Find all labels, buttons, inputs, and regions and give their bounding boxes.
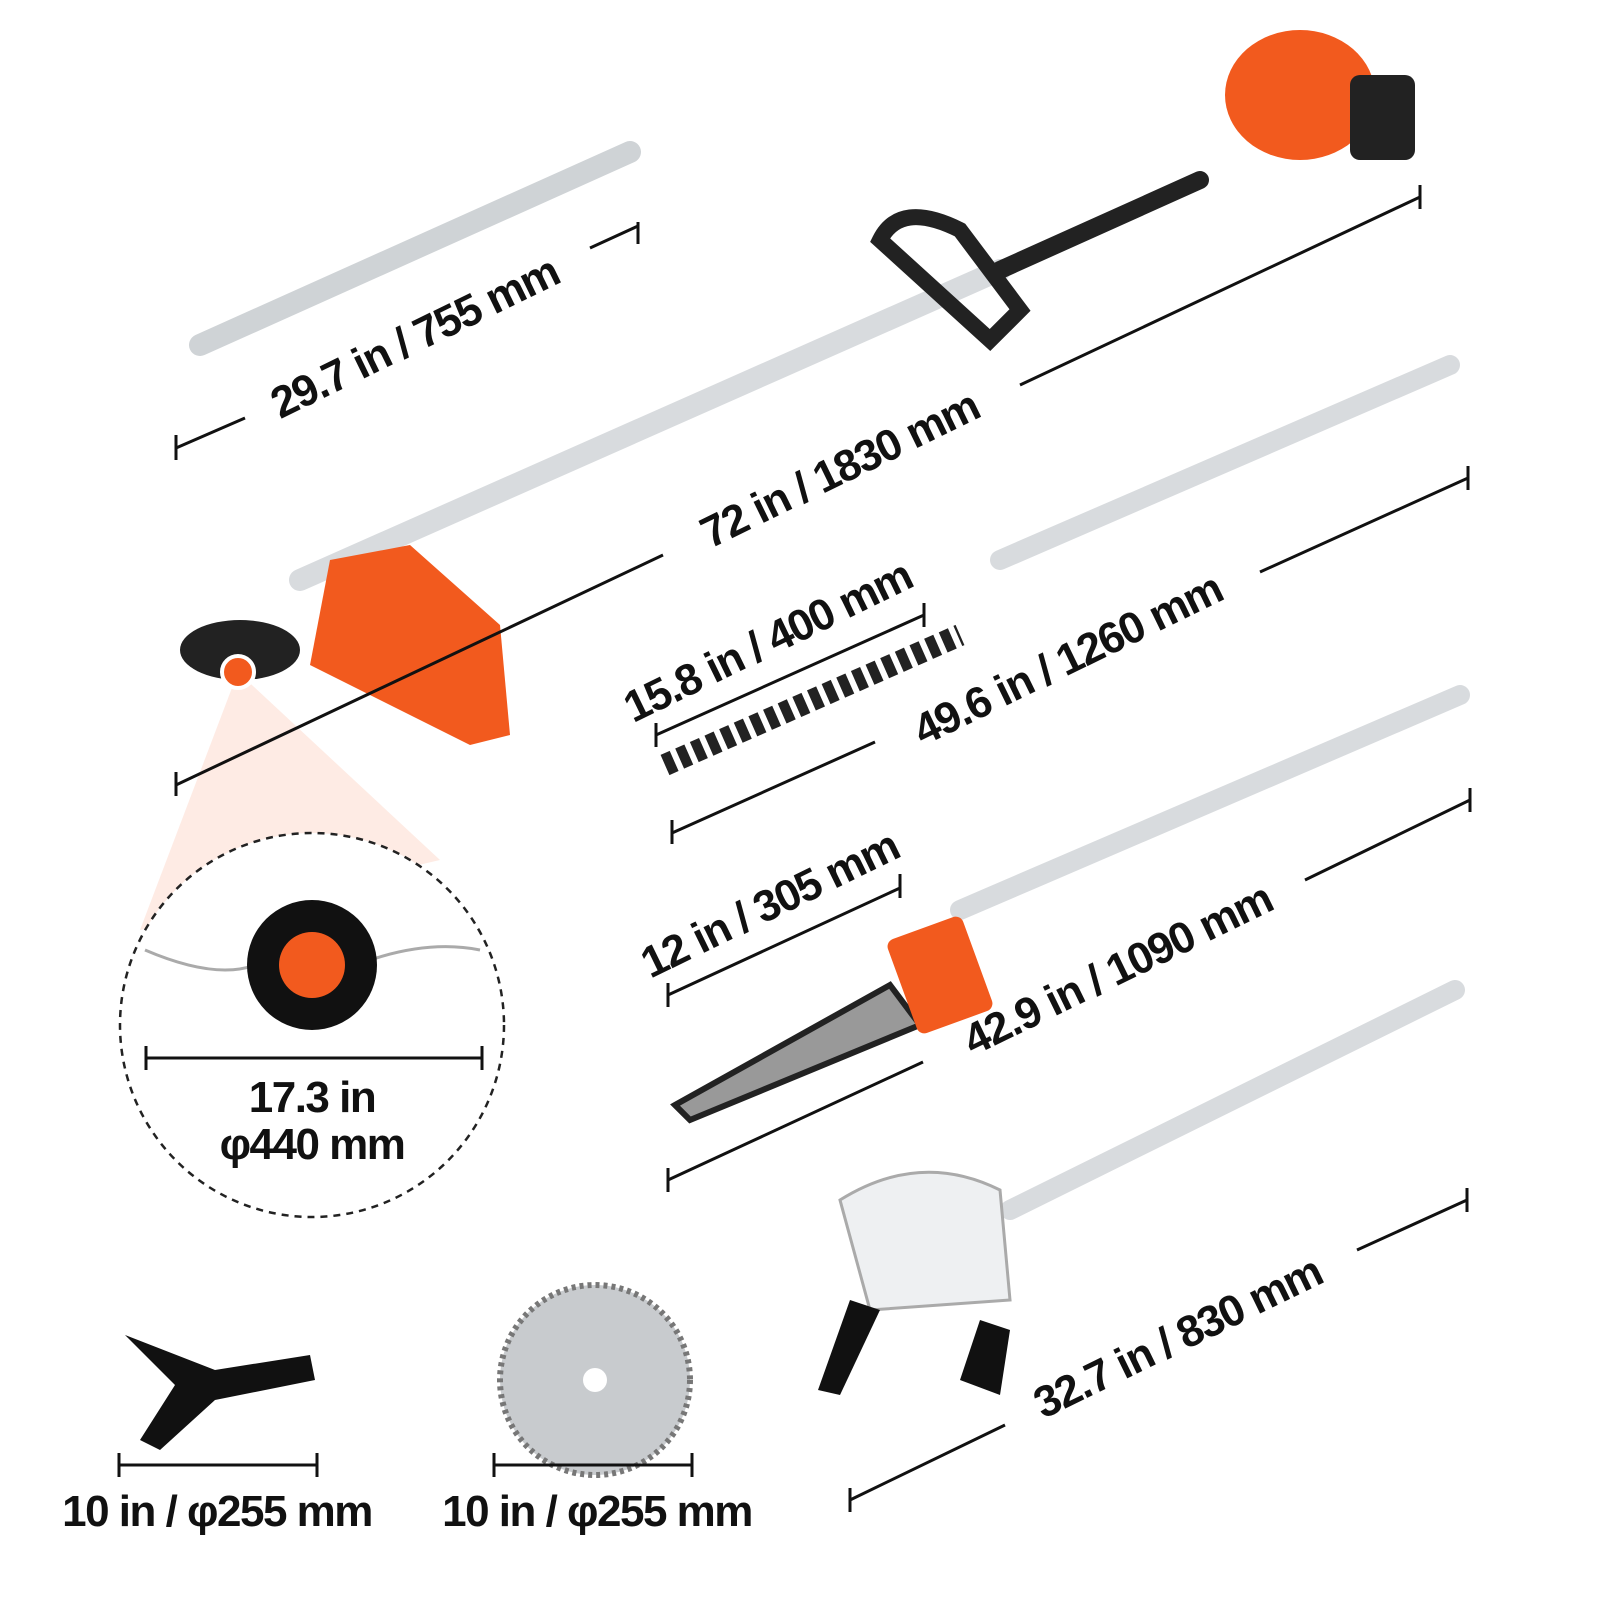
label-trimmer-head-in: 17.3 in — [248, 1073, 377, 1122]
trimmer-guard — [310, 545, 510, 745]
shafts — [189, 141, 1470, 1220]
main-shaft — [289, 259, 1011, 591]
dim-main-unit — [174, 185, 1422, 796]
trimmer-knob — [220, 654, 256, 690]
label-circular-blade: 10 in / φ255 mm — [442, 1487, 753, 1536]
three-tooth-blade — [125, 1335, 315, 1450]
dim-circular-blade — [492, 1453, 694, 1477]
label-three-tooth-blade: 10 in / φ255 mm — [62, 1487, 373, 1536]
edger-blade — [818, 1300, 880, 1395]
saw-shaft — [950, 685, 1470, 920]
dim-chain-bar — [666, 874, 902, 1007]
edger-wheel-stand — [960, 1320, 1010, 1395]
hedge-shaft — [990, 355, 1460, 570]
trimmer-knob-zoomed — [279, 932, 345, 998]
edger-guard — [838, 1170, 1012, 1312]
dimension-lines — [117, 185, 1472, 1512]
edger-shaft — [1000, 980, 1465, 1220]
trimmer-head — [180, 620, 300, 680]
dim-three-tooth-blade — [117, 1453, 319, 1477]
loop-handle — [870, 209, 1031, 352]
engine — [1225, 30, 1375, 160]
fuel-tank — [1350, 75, 1415, 160]
dim-hedge-trimmer — [670, 466, 1470, 844]
label-trimmer-head-mm: φ440 mm — [219, 1120, 406, 1169]
dim-trimmer-head — [144, 1046, 484, 1070]
hedge-blade — [660, 624, 965, 776]
circular-blade-hole — [583, 1368, 607, 1392]
extension-pole-shaft — [189, 141, 641, 356]
chain-bar — [670, 981, 925, 1124]
trimmer-line — [144, 945, 481, 972]
dim-extension-pole — [174, 222, 640, 460]
dim-hedge-blade — [654, 603, 926, 747]
dim-pole-saw — [666, 788, 1472, 1192]
saw-head — [887, 916, 993, 1034]
main-handle — [991, 171, 1209, 279]
dim-edger — [848, 1188, 1469, 1512]
